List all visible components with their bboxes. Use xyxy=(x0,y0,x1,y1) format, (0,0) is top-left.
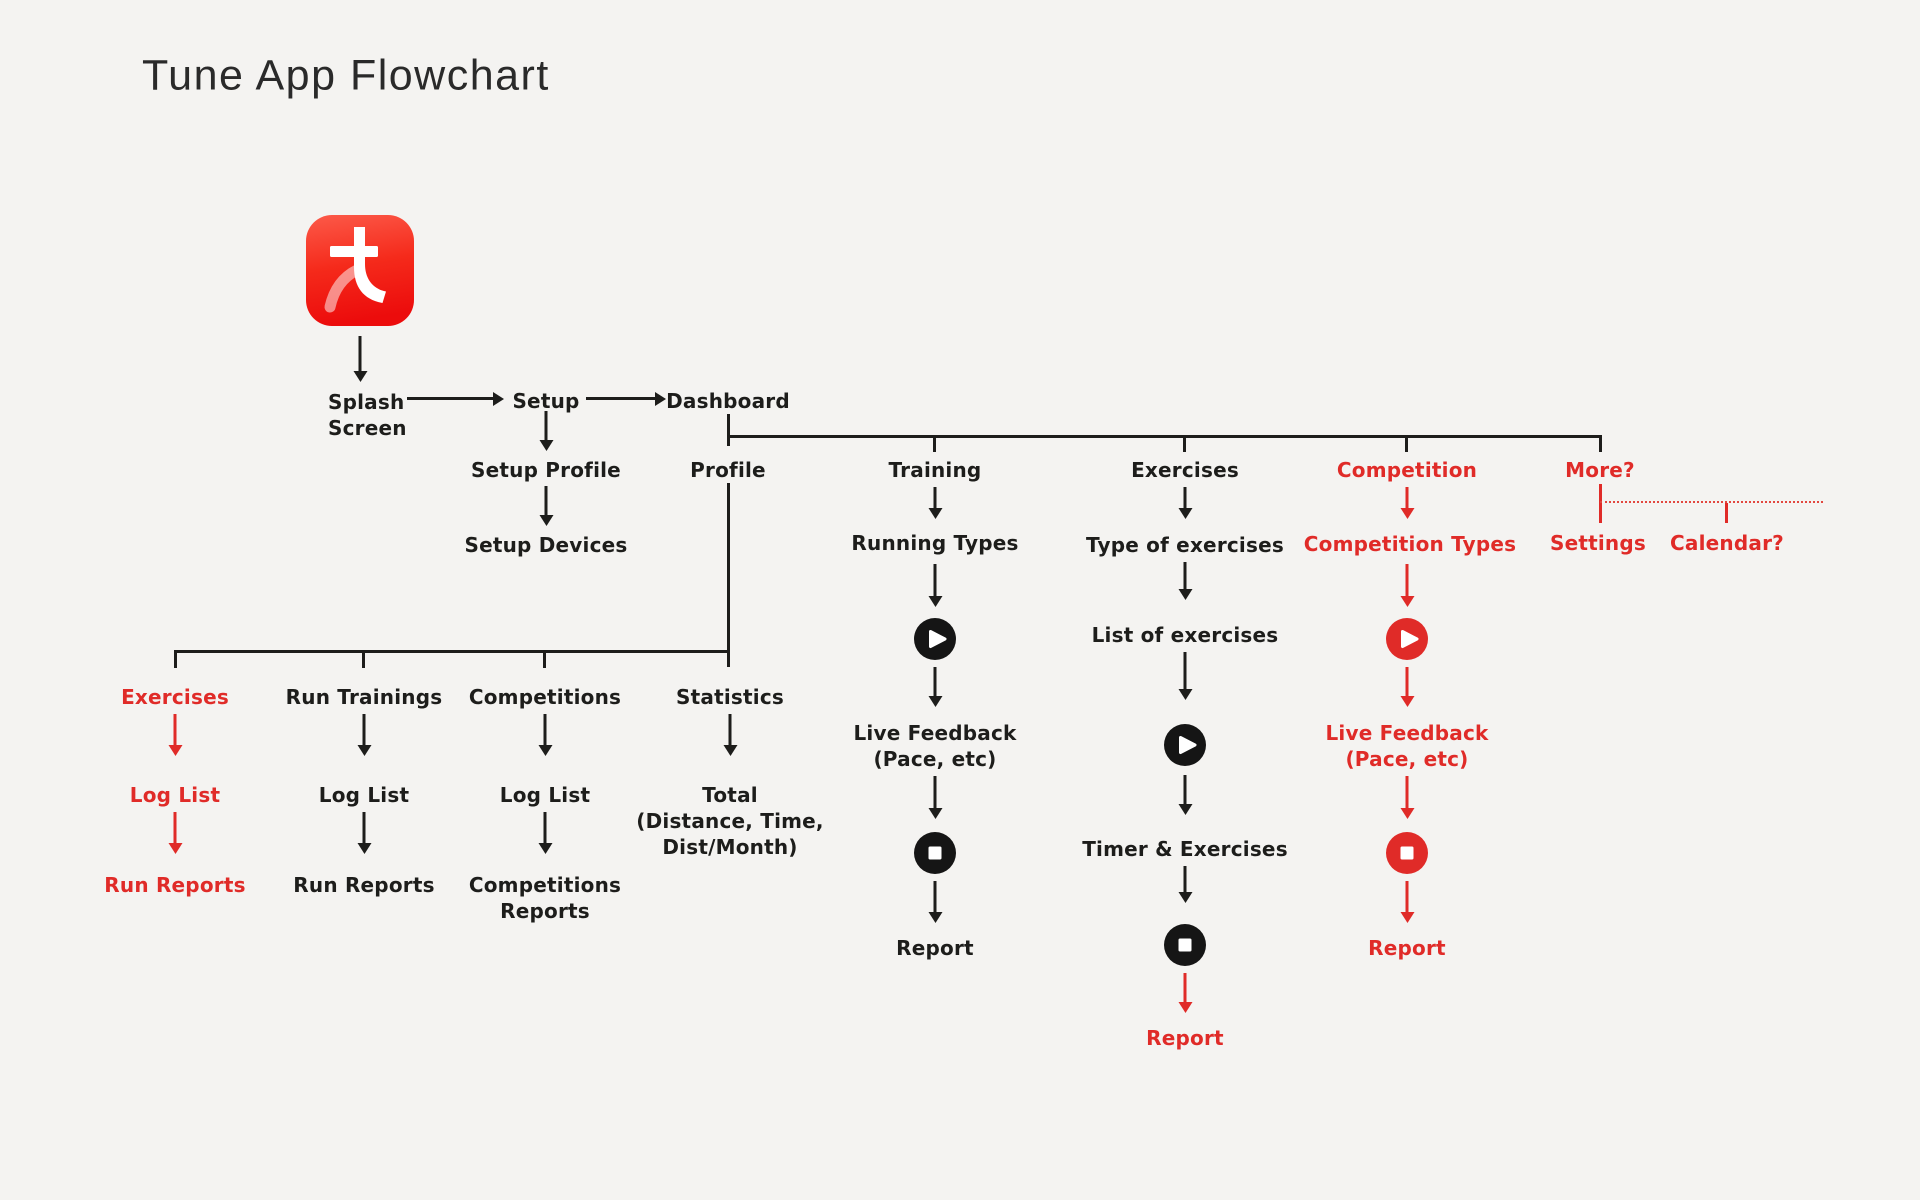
arrow-exbranch-2 xyxy=(1183,562,1187,590)
tick-competitions xyxy=(543,652,546,668)
node-competitions-reports: Competitions Reports xyxy=(469,872,621,924)
arrow-comp-3 xyxy=(1405,667,1409,697)
arrow-training-5 xyxy=(933,881,937,913)
node-settings: Settings xyxy=(1549,531,1647,555)
tick-training xyxy=(933,437,936,452)
node-exercises: Exercises xyxy=(1131,458,1239,482)
arrow-exbranch-5 xyxy=(1183,866,1187,893)
node-run-reports-1: Run Reports xyxy=(104,873,246,897)
profile-branch-line xyxy=(174,650,730,653)
arrow-training-4 xyxy=(933,776,937,809)
arrow-runtrainings-to-loglist xyxy=(362,714,366,746)
splash-line-1: Splash xyxy=(328,390,405,414)
tick-run-trainings xyxy=(362,652,365,668)
tick-exercises-left xyxy=(174,652,177,668)
arrow-exbranch-6 xyxy=(1183,973,1187,1003)
competitions-reports-line-2: Reports xyxy=(500,899,590,923)
total-line-1: Total xyxy=(702,783,758,807)
arrow-setup-profile-to-devices xyxy=(544,486,548,516)
node-running-types: Running Types xyxy=(851,531,1019,555)
node-run-trainings: Run Trainings xyxy=(285,685,443,709)
tune-app-icon-svg xyxy=(306,215,414,326)
arrow-competitions-to-loglist xyxy=(543,714,547,746)
node-live-feedback-training: Live Feedback (Pace, etc) xyxy=(853,720,1016,772)
play-icon xyxy=(1385,617,1429,661)
node-total: Total (Distance, Time, Dist/Month) xyxy=(636,782,823,860)
tick-competition xyxy=(1405,437,1408,452)
page-title: Tune App Flowchart xyxy=(142,51,550,100)
total-line-2: (Distance, Time, xyxy=(636,809,824,833)
arrow-comp-1 xyxy=(1405,487,1409,509)
node-splash-screen: Splash Screen xyxy=(328,389,407,441)
tune-app-icon xyxy=(306,215,414,326)
competitions-reports-line-1: Competitions xyxy=(468,873,622,897)
stop-icon xyxy=(1385,831,1429,875)
arrow-exbranch-1 xyxy=(1183,487,1187,509)
tick-exercises xyxy=(1183,437,1186,452)
node-calendar: Calendar? xyxy=(1670,531,1784,555)
node-report-exercises: Report xyxy=(1146,1026,1224,1050)
arrow-training-2 xyxy=(933,564,937,597)
node-profile: Profile xyxy=(690,458,766,482)
splash-line-2: Screen xyxy=(328,416,407,440)
node-more: More? xyxy=(1565,458,1635,482)
arrow-exercises-to-loglist xyxy=(173,714,177,746)
node-live-feedback-competition: Live Feedback (Pace, etc) xyxy=(1325,720,1488,772)
arrow-comp-4 xyxy=(1405,776,1409,809)
live-feedback-line-2: (Pace, etc) xyxy=(873,747,997,771)
node-log-list-1: Log List xyxy=(129,783,221,807)
node-timer-exercises: Timer & Exercises xyxy=(1082,837,1288,861)
node-training: Training xyxy=(888,458,982,482)
arrow-comp-2 xyxy=(1405,564,1409,597)
arrow-exbranch-3 xyxy=(1183,652,1187,690)
arrow-statistics-to-total xyxy=(728,714,732,746)
arrow-loglist-to-runreports-1 xyxy=(173,812,177,844)
arrow-training-1 xyxy=(933,487,937,509)
node-competition: Competition xyxy=(1336,458,1478,482)
arrow-comp-5 xyxy=(1405,881,1409,913)
dashboard-branch-line xyxy=(727,435,1602,438)
more-dotted-branch-line xyxy=(1600,501,1823,503)
play-icon xyxy=(913,617,957,661)
node-dashboard: Dashboard xyxy=(666,389,790,413)
arrow-loglist-to-compreports xyxy=(543,812,547,844)
dashboard-stem-line xyxy=(727,414,730,446)
play-icon xyxy=(1163,723,1207,767)
arrow-loglist-to-runreports-2 xyxy=(362,812,366,844)
live-feedback-line-2: (Pace, etc) xyxy=(1345,747,1469,771)
stop-icon xyxy=(1163,923,1207,967)
total-line-3: Dist/Month) xyxy=(662,835,798,859)
live-feedback-line-1: Live Feedback xyxy=(1325,721,1489,745)
node-setup-devices: Setup Devices xyxy=(464,533,628,557)
live-feedback-line-1: Live Feedback xyxy=(853,721,1017,745)
tick-calendar xyxy=(1725,503,1728,523)
arrow-setup-to-setup-profile xyxy=(544,411,548,441)
node-run-reports-2: Run Reports xyxy=(293,873,435,897)
arrow-training-3 xyxy=(933,667,937,697)
node-report-training: Report xyxy=(896,936,974,960)
node-competitions: Competitions xyxy=(468,685,622,709)
tick-more xyxy=(1599,437,1602,452)
node-type-of-exercises: Type of exercises xyxy=(1086,533,1284,557)
node-exercises-left: Exercises xyxy=(121,685,229,709)
node-report-competition: Report xyxy=(1368,936,1446,960)
more-stem-line xyxy=(1599,484,1602,523)
node-statistics: Statistics xyxy=(676,685,784,709)
node-setup-profile: Setup Profile xyxy=(471,458,621,482)
node-list-of-exercises: List of exercises xyxy=(1091,623,1279,647)
node-competition-types: Competition Types xyxy=(1303,532,1517,556)
node-setup: Setup xyxy=(512,389,580,413)
arrow-splash-to-setup xyxy=(407,397,494,400)
arrow-setup-to-dashboard xyxy=(586,397,656,400)
stop-icon xyxy=(913,831,957,875)
profile-stem-line xyxy=(727,483,730,667)
node-log-list-3: Log List xyxy=(499,783,591,807)
arrow-icon-to-splash xyxy=(358,336,362,372)
node-log-list-2: Log List xyxy=(318,783,410,807)
arrow-exbranch-4 xyxy=(1183,775,1187,805)
